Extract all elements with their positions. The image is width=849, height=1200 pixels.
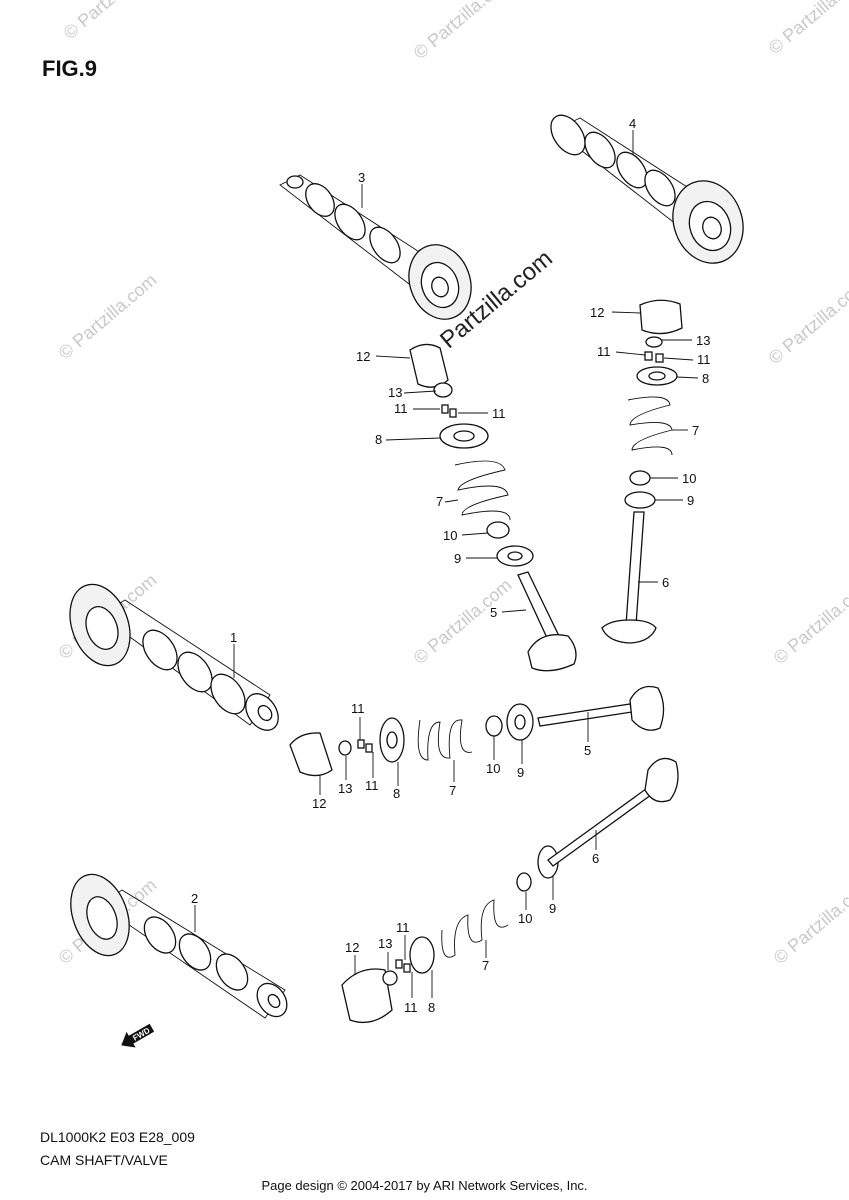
callout-7: 7 — [436, 494, 443, 509]
camshaft-2 — [70, 873, 288, 1019]
callout-10: 10 — [518, 911, 532, 926]
callout-6: 6 — [592, 851, 599, 866]
callout-11: 11 — [492, 406, 506, 421]
callout-5: 5 — [584, 743, 591, 758]
watermark: © Partzilla.com — [770, 575, 849, 668]
valve-stack-middle — [289, 685, 665, 777]
callout-9: 9 — [549, 901, 556, 916]
watermark: © Partzilla.com — [410, 0, 516, 63]
callout-1: 1 — [230, 630, 237, 645]
callout-7: 7 — [692, 423, 699, 438]
callout-13: 13 — [696, 333, 710, 348]
callout-7: 7 — [482, 958, 489, 973]
watermark: © Partzilla.com — [410, 575, 516, 668]
callout-12: 12 — [345, 940, 359, 955]
callout-11: 11 — [351, 701, 365, 716]
callout-6: 6 — [662, 575, 669, 590]
callout-12: 12 — [590, 305, 604, 320]
leader-lines — [194, 130, 699, 998]
callout-11: 11 — [597, 344, 611, 359]
callout-8: 8 — [702, 371, 709, 386]
callout-5: 5 — [490, 605, 497, 620]
callout-9: 9 — [517, 765, 524, 780]
camshaft-1 — [69, 583, 279, 731]
callout-labels: 3 4 1 2 12 13 11 11 8 7 10 9 5 12 13 11 … — [191, 116, 711, 1015]
callout-7: 7 — [449, 783, 456, 798]
callout-11: 11 — [404, 1000, 418, 1015]
watermark: © Partzilla.com — [55, 270, 161, 363]
callout-3: 3 — [358, 170, 365, 185]
callout-2: 2 — [191, 891, 198, 906]
fwd-arrow-icon: FWD — [121, 1023, 155, 1048]
callout-9: 9 — [687, 493, 694, 508]
callout-9: 9 — [454, 551, 461, 566]
valve-stack-center — [409, 343, 577, 672]
camshaft-3 — [279, 174, 472, 320]
callout-11: 11 — [365, 778, 379, 793]
watermark: © Partzilla.com — [765, 275, 849, 368]
callout-11: 11 — [697, 352, 711, 367]
callout-4: 4 — [629, 116, 636, 131]
page-credit: Page design © 2004-2017 by ARI Network S… — [261, 1178, 588, 1193]
callout-8: 8 — [393, 786, 400, 801]
callout-8: 8 — [428, 1000, 435, 1015]
callout-12: 12 — [356, 349, 370, 364]
callout-13: 13 — [378, 936, 392, 951]
valve-stack-right — [601, 299, 683, 644]
model-code: DL1000K2 E03 E28_009 — [40, 1129, 195, 1145]
watermark: © Partzilla.com — [60, 0, 166, 43]
figure-title: FIG.9 — [42, 56, 98, 81]
valve-stack-lower — [341, 757, 679, 1024]
callout-11: 11 — [396, 920, 410, 935]
watermark-layer: © Partzilla.com © Partzilla.com © Partzi… — [55, 0, 849, 968]
callout-10: 10 — [443, 528, 457, 543]
callout-13: 13 — [338, 781, 352, 796]
callout-12: 12 — [312, 796, 326, 811]
callout-8: 8 — [375, 432, 382, 447]
camshaft-4 — [550, 114, 744, 264]
watermark: © Partzilla.com — [765, 0, 849, 58]
callout-13: 13 — [388, 385, 402, 400]
section-name: CAM SHAFT/VALVE — [40, 1152, 168, 1168]
callout-10: 10 — [682, 471, 696, 486]
callout-11: 11 — [394, 401, 408, 416]
callout-10: 10 — [486, 761, 500, 776]
watermark: © Partzilla.com — [770, 875, 849, 968]
